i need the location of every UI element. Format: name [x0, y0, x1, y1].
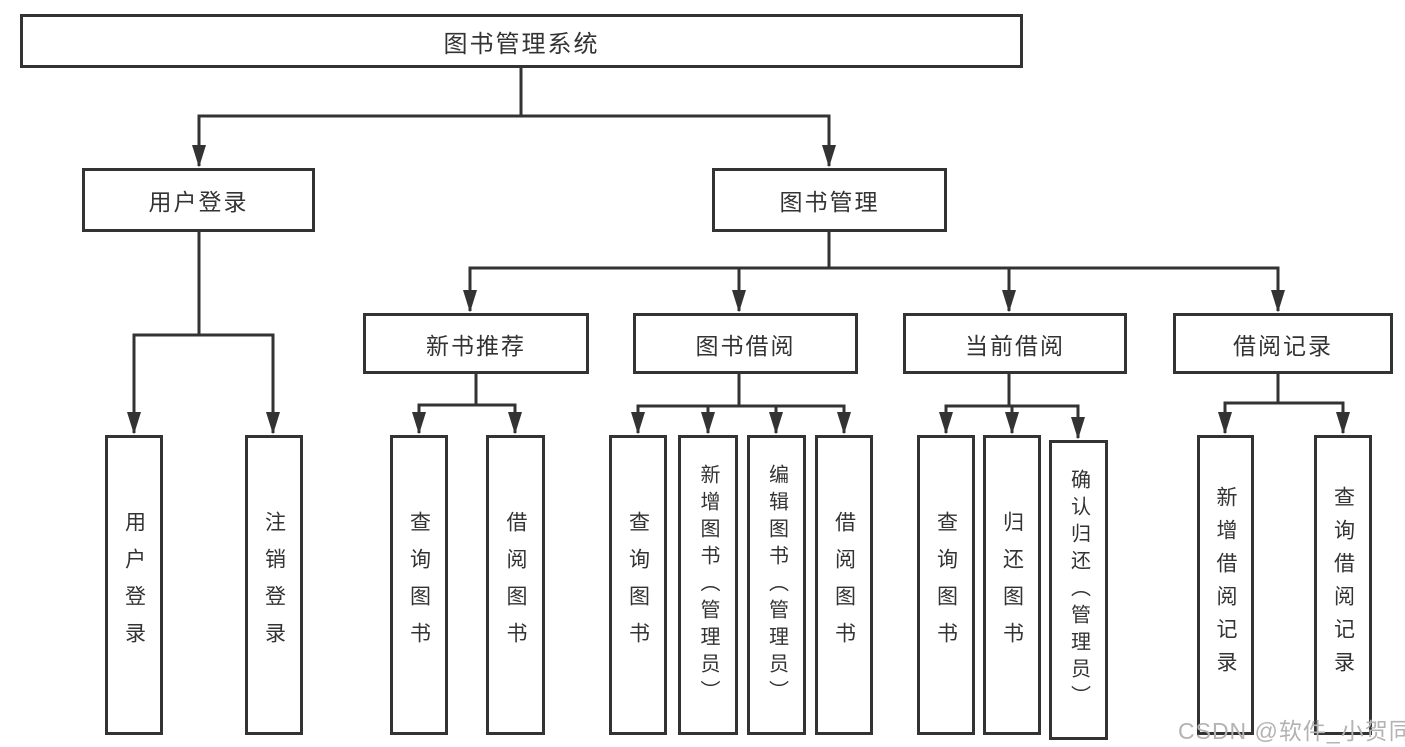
leaf-borrow-books: 借阅图书	[815, 435, 873, 735]
leaf-user-login: 用户登录	[105, 435, 163, 735]
leaf-query-books-current: 查询图书	[917, 435, 975, 735]
node-user-login: 用户登录	[82, 168, 315, 232]
node-book-management: 图书管理	[712, 168, 947, 232]
leaf-add-borrow-record: 新增借阅记录	[1197, 435, 1254, 735]
csdn-watermark: CSDN @软件_小贺同学	[1178, 718, 1405, 744]
leaf-edit-books-admin: 编辑图书（管理员）	[747, 435, 806, 735]
leaf-logout: 注销登录	[245, 435, 303, 735]
leaf-confirm-return-admin: 确认归还（管理员）	[1049, 440, 1108, 740]
leaf-query-books-recommend: 查询图书	[390, 435, 448, 735]
leaf-query-borrow-record: 查询借阅记录	[1314, 435, 1372, 735]
leaf-query-books-borrowing: 查询图书	[609, 435, 667, 735]
node-borrowing-records: 借阅记录	[1173, 313, 1393, 374]
node-library-management-system: 图书管理系统	[20, 14, 1023, 68]
node-book-borrowing: 图书借阅	[633, 313, 858, 374]
leaf-borrow-books-recommend: 借阅图书	[486, 435, 545, 735]
node-new-book-recommend: 新书推荐	[363, 313, 589, 374]
leaf-add-books-admin: 新增图书（管理员）	[678, 435, 738, 735]
leaf-return-books: 归还图书	[983, 435, 1041, 735]
node-current-borrowing: 当前借阅	[903, 313, 1127, 374]
